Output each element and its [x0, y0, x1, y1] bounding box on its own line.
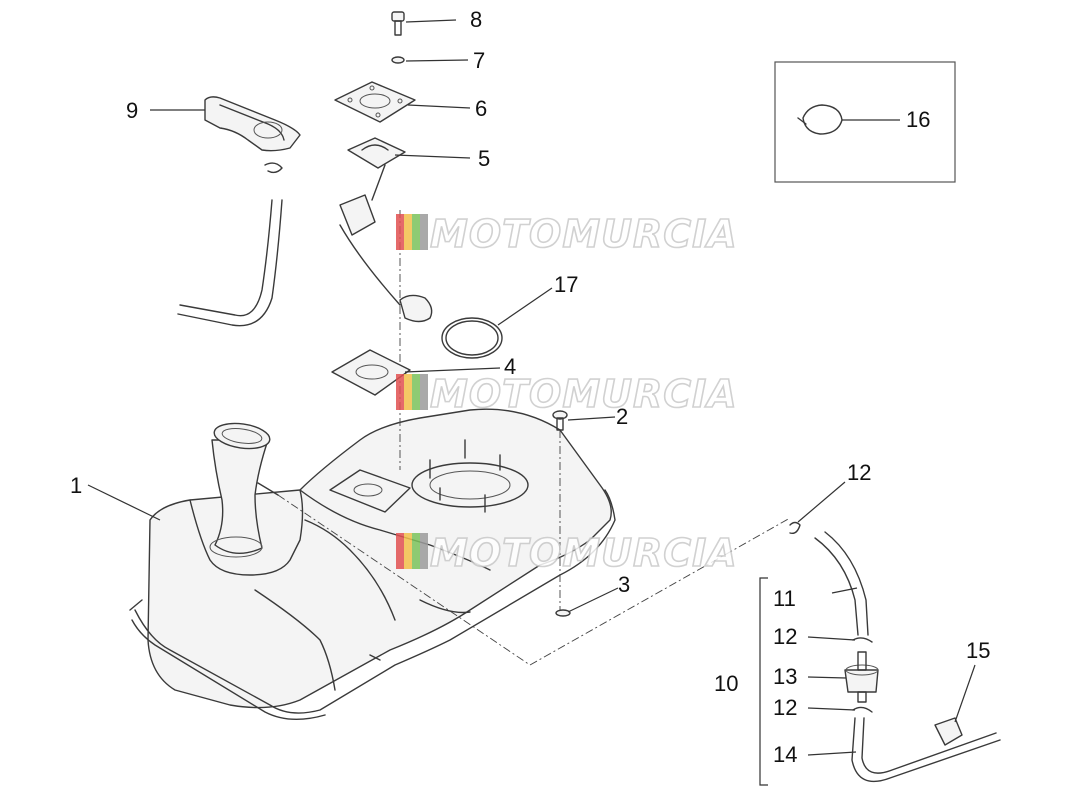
callout-12-lower: 12 — [773, 695, 797, 720]
washer — [391, 56, 405, 64]
callout-labels: 1 2 3 4 5 6 7 8 9 10 11 12 12 13 12 14 1… — [70, 7, 990, 767]
callout-17: 17 — [554, 272, 578, 297]
callout-13: 13 — [773, 664, 797, 689]
o-ring-gasket — [441, 317, 503, 359]
watermark-middle: MOTOMURCIA — [396, 371, 738, 417]
callout-6: 6 — [475, 96, 487, 121]
breather-hose-assembly — [759, 521, 1001, 786]
filler-bracket — [204, 96, 301, 174]
callout-11: 11 — [773, 586, 796, 611]
flange-gasket — [331, 349, 411, 396]
callout-15: 15 — [966, 638, 990, 663]
breather-hose — [177, 199, 283, 327]
watermark-text: MOTOMURCIA — [430, 531, 738, 575]
leader-lines — [87, 19, 976, 756]
callout-9: 9 — [126, 98, 138, 123]
fuel-tank — [129, 408, 616, 720]
assembly-lines — [277, 210, 791, 666]
callout-3: 3 — [618, 572, 630, 597]
callout-4: 4 — [504, 354, 516, 379]
retaining-plate — [334, 81, 416, 123]
callout-12-upper: 12 — [773, 624, 797, 649]
callout-16: 16 — [906, 107, 930, 132]
bolt — [391, 11, 405, 36]
callout-10: 10 — [714, 671, 738, 696]
callout-7: 7 — [473, 48, 485, 73]
watermark-bottom: MOTOMURCIA — [396, 530, 738, 576]
callout-8: 8 — [470, 7, 482, 32]
nut — [555, 609, 571, 617]
watermark-top: MOTOMURCIA — [396, 211, 738, 257]
fuel-level-sender — [339, 137, 433, 323]
callout-1: 1 — [70, 473, 82, 498]
screw — [552, 410, 568, 431]
callout-12-top: 12 — [847, 460, 871, 485]
callout-5: 5 — [478, 146, 490, 171]
callout-2: 2 — [616, 404, 628, 429]
watermark-text: MOTOMURCIA — [430, 372, 738, 416]
callout-14: 14 — [773, 742, 797, 767]
watermark-text: MOTOMURCIA — [430, 212, 738, 256]
